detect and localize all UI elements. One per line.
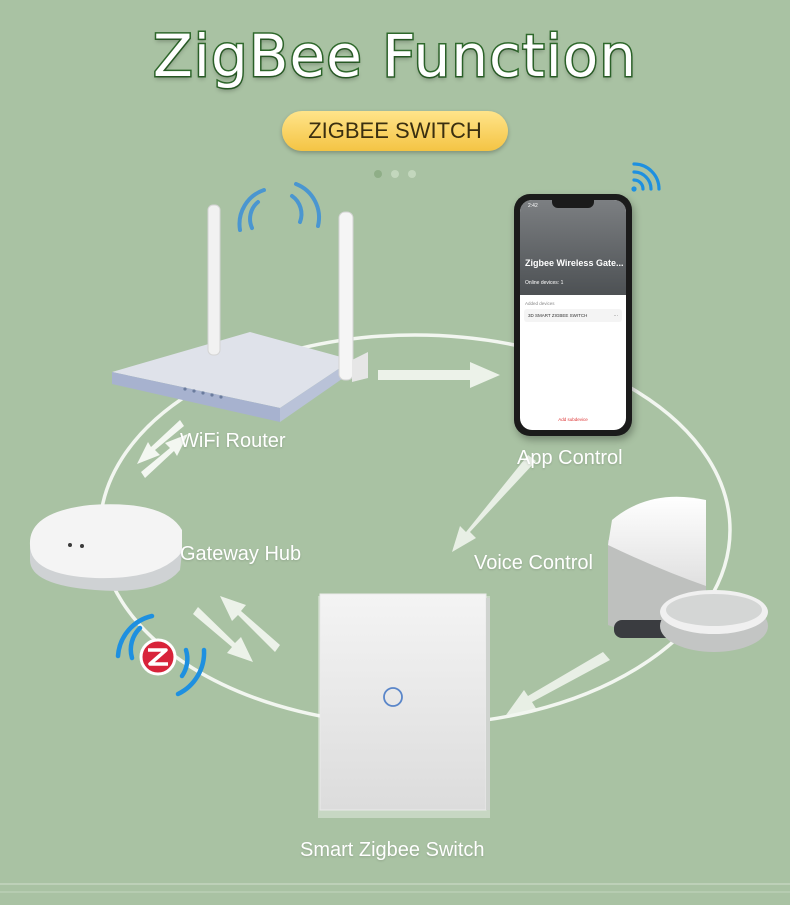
- smartphone: 2:42 Zigbee Wireless Gate... Online devi…: [514, 194, 632, 436]
- smart-switch-panel: [318, 593, 490, 818]
- arrow-speaker-to-switch: [506, 652, 610, 715]
- wifi-router: [112, 204, 368, 422]
- app-title: Zigbee Wireless Gate...: [525, 258, 624, 268]
- device-more-icon[interactable]: ···: [613, 313, 619, 318]
- app-hero-image: 2:42 Zigbee Wireless Gate... Online devi…: [520, 200, 626, 295]
- mini-speaker: [660, 590, 768, 652]
- status-time: 2:42: [528, 203, 538, 209]
- arrows-router-hub: [137, 420, 188, 478]
- page-title: ZigBee Function: [152, 21, 638, 92]
- label-app-control: App Control: [517, 447, 623, 469]
- app-screen: 2:42 Zigbee Wireless Gate... Online devi…: [520, 200, 626, 430]
- arrow-app-to-voice: [452, 455, 536, 552]
- device-name: 3D SMART ZIGBEE SWITCH: [528, 313, 588, 318]
- product-badge: ZIGBEE SWITCH: [282, 111, 508, 151]
- pager-dot-2[interactable]: [391, 170, 399, 178]
- floor-lines: [0, 883, 790, 893]
- pager-dot-3[interactable]: [408, 170, 416, 178]
- pager-dots: [374, 170, 416, 178]
- zigbee-signal-icon: [115, 613, 207, 697]
- touch-button: [383, 687, 403, 707]
- phone-wifi-icon: [631, 162, 661, 192]
- online-devices: Online devices: 1: [525, 280, 564, 286]
- added-devices-heading: Added devices: [525, 301, 555, 306]
- label-smart-switch: Smart Zigbee Switch: [300, 839, 485, 861]
- label-voice-control: Voice Control: [474, 552, 593, 574]
- label-wifi-router: WiFi Router: [180, 430, 286, 452]
- zigbee-logo-icon: [139, 638, 177, 676]
- gateway-hub: [29, 504, 182, 591]
- phone-notch: [552, 200, 594, 208]
- add-subdevice-button[interactable]: Add subdevice: [558, 417, 588, 422]
- wifi-signal-icon: [237, 182, 321, 232]
- arrows-hub-switch: [193, 596, 280, 662]
- label-gateway-hub: Gateway Hub: [180, 543, 302, 565]
- pager-dot-1[interactable]: [374, 170, 382, 178]
- arrow-router-to-app: [378, 362, 500, 388]
- device-row[interactable]: 3D SMART ZIGBEE SWITCH ···: [524, 309, 622, 322]
